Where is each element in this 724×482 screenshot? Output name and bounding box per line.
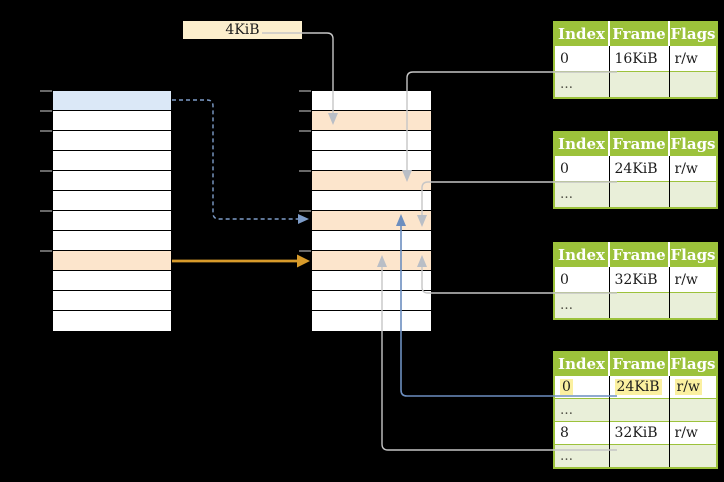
cell-frame [608,398,669,422]
page-table-entry-row: 0 32KiB r/w [554,266,717,293]
virtual-memory-row-6 [53,211,171,231]
column-header-index: Index [554,22,609,46]
physical-memory-row-7 [312,231,431,251]
cell-index: … [554,444,609,468]
page-table-3: Index Frame Flags 0 32KiB r/w … [553,242,718,320]
column-header-frame: Frame [608,22,669,46]
column-header-index: Index [554,132,609,156]
cell-index: … [554,292,609,319]
cell-frame [608,444,669,468]
arrowhead-right-icon [297,254,310,268]
highlighted-value: 24KiB [614,379,662,395]
column-header-flags: Flags [668,352,717,376]
cell-flags [668,444,717,468]
cell-flags: r/w [668,45,717,72]
physical-memory-row-3 [312,151,431,171]
cell-flags: r/w [668,155,717,182]
cell-flags: r/w [668,375,717,399]
page-table-entry-row: 0 16KiB r/w [554,45,717,72]
physical-memory-row-4 [312,171,431,191]
page-table-ellipsis-row: … [554,292,717,319]
page-table-ellipsis-row: … [554,71,717,98]
page-table-header-row: Index Frame Flags [554,243,717,267]
cell-frame [608,181,669,208]
cell-frame [608,71,669,98]
cell-index: 0 [554,266,609,293]
column-header-frame: Frame [608,132,669,156]
page-table-header-row: Index Frame Flags [554,132,717,156]
physical-memory-row-11 [312,311,431,331]
column-header-frame: Frame [608,352,669,376]
cell-frame: 32KiB [608,421,669,445]
virtual-memory-row-10 [53,291,171,311]
page-table-2: Index Frame Flags 0 24KiB r/w … [553,131,718,209]
cell-index: … [554,398,609,422]
highlighted-value: 0 [560,379,573,395]
physical-memory-row-6 [312,211,431,231]
column-header-frame: Frame [608,243,669,267]
column-header-flags: Flags [668,243,717,267]
virtual-memory-row-4 [53,171,171,191]
cell-flags [668,398,717,422]
column-header-index: Index [554,243,609,267]
page-table-ellipsis-row: … [554,181,717,208]
page-table-entry-row: 8 32KiB r/w [554,421,717,445]
physical-memory-row-2 [312,131,431,151]
virtual-memory-row-7 [53,231,171,251]
page-size-label: 4KiB [183,21,302,39]
physical-memory-row-10 [312,291,431,311]
physical-memory-column [311,90,432,332]
page-table-4: Index Frame Flags 0 24KiB r/w … 8 32KiB … [553,351,718,469]
virtual-memory-row-0 [53,91,171,111]
column-header-flags: Flags [668,22,717,46]
cell-index: … [554,71,609,98]
cell-flags [668,71,717,98]
virtual-memory-row-2 [53,131,171,151]
page-table-ellipsis-row: … [554,398,717,422]
cell-index: 0 [554,45,609,72]
physical-memory-row-5 [312,191,431,211]
page-table-entry-row: 0 24KiB r/w [554,155,717,182]
page-table-header-row: Index Frame Flags [554,352,717,376]
physical-memory-row-1 [312,111,431,131]
virtual-memory-column [52,90,172,332]
cell-frame [608,292,669,319]
cell-flags [668,292,717,319]
page-table-ellipsis-row: … [554,444,717,468]
column-header-flags: Flags [668,132,717,156]
cell-flags [668,181,717,208]
cell-index: 0 [554,155,609,182]
page-table-entry-row-highlighted: 0 24KiB r/w [554,375,717,399]
column-header-index: Index [554,352,609,376]
cell-frame: 32KiB [608,266,669,293]
virtual-memory-row-8 [53,251,171,271]
cell-index: … [554,181,609,208]
page-table-header-row: Index Frame Flags [554,22,717,46]
cell-frame: 16KiB [608,45,669,72]
arrow-virtual-blue-to-frame-dashed [172,99,298,220]
physical-memory-row-8 [312,251,431,271]
physical-memory-row-0 [312,91,431,111]
virtual-memory-row-9 [53,271,171,291]
cell-flags: r/w [668,266,717,293]
cell-frame: 24KiB [608,155,669,182]
cell-index: 8 [554,421,609,445]
virtual-memory-row-5 [53,191,171,211]
physical-memory-row-9 [312,271,431,291]
cell-frame: 24KiB [608,375,669,399]
page-table-1: Index Frame Flags 0 16KiB r/w … [553,21,718,99]
arrowhead-right-icon [298,214,309,224]
virtual-memory-row-11 [53,311,171,331]
virtual-memory-row-3 [53,151,171,171]
highlighted-value: r/w [674,379,702,395]
cell-index: 0 [554,375,609,399]
virtual-memory-row-1 [53,111,171,131]
cell-flags: r/w [668,421,717,445]
